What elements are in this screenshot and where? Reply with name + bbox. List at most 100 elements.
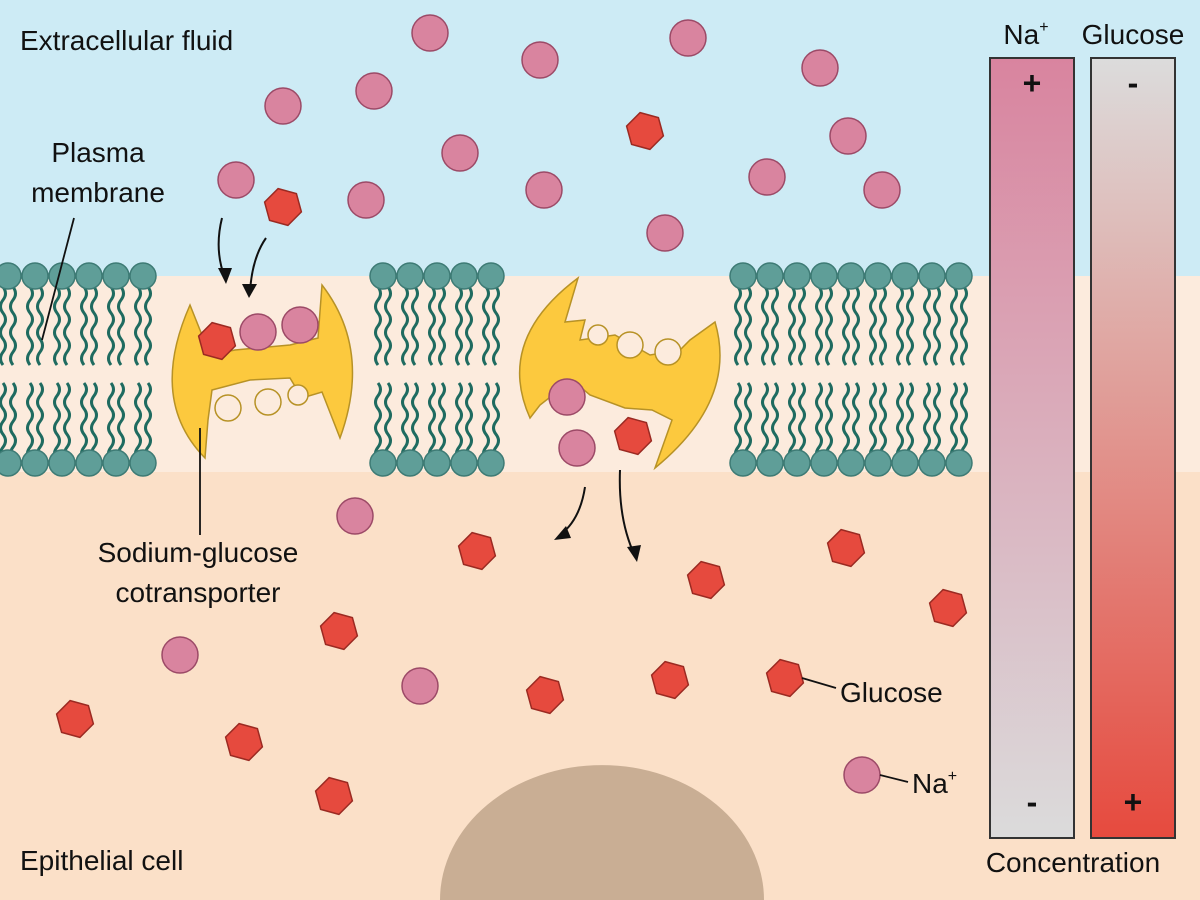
phospholipid-head xyxy=(729,262,757,290)
binding-site xyxy=(587,324,609,346)
lipid-tail xyxy=(771,382,779,461)
lipid-tail xyxy=(879,286,887,366)
phospholipid-head xyxy=(729,449,757,477)
lipid-tail xyxy=(465,382,473,461)
phospholipid-head xyxy=(129,262,157,290)
phospholipid-head xyxy=(396,449,424,477)
lipid-tail xyxy=(36,382,44,461)
lipid-tail xyxy=(53,286,61,366)
phospholipid-head xyxy=(945,262,973,290)
lipid-tail xyxy=(896,286,904,366)
glucose-molecule xyxy=(319,611,359,651)
phospholipid-head xyxy=(423,262,451,290)
concentration-gradients: + - - + Na+ Glucose Concentration xyxy=(986,19,1185,878)
lipid-tail xyxy=(825,382,833,461)
lipid-tail xyxy=(761,286,769,366)
lipid-tail xyxy=(788,382,796,461)
lipid-tail xyxy=(374,286,382,366)
lipid-tail xyxy=(923,382,931,461)
lipid-tail xyxy=(960,382,968,461)
lipid-tail xyxy=(815,382,823,461)
lipid-tail xyxy=(80,382,88,461)
sodium-ion xyxy=(521,41,559,79)
phospholipid-head xyxy=(810,449,838,477)
sodium-ion xyxy=(161,636,199,674)
arrowhead-icon xyxy=(554,526,571,540)
phospholipid-head xyxy=(450,449,478,477)
lipid-tail xyxy=(869,286,877,366)
lipid-tail xyxy=(428,286,436,366)
lipid-tail xyxy=(771,286,779,366)
leader-lines xyxy=(41,217,909,783)
lipid-tail xyxy=(53,382,61,461)
lipid-tail xyxy=(134,286,142,366)
phospholipid-head xyxy=(918,449,946,477)
sodium-high-sign: + xyxy=(1023,65,1042,101)
glucose-molecule xyxy=(263,187,303,227)
membrane-label-line2: membrane xyxy=(31,177,165,208)
phospholipid-head xyxy=(810,262,838,290)
lipid-tail xyxy=(438,382,446,461)
phospholipid-head xyxy=(21,262,49,290)
phospholipid-head xyxy=(102,449,130,477)
glucose-molecule xyxy=(224,722,264,762)
phospholipid-head xyxy=(48,449,76,477)
glucose-molecule xyxy=(826,528,866,568)
lipid-tail xyxy=(9,286,17,366)
sodium-ion xyxy=(548,378,586,416)
lipid-tail xyxy=(933,286,941,366)
cotransporter-outward xyxy=(171,282,354,460)
sodium-leader xyxy=(879,774,909,783)
membrane-label-line1: Plasma xyxy=(51,137,145,168)
lipid-tail xyxy=(492,382,500,461)
lipid-tail xyxy=(117,286,125,366)
membrane-leader xyxy=(41,217,75,341)
phospholipid-head xyxy=(891,449,919,477)
lipid-tail xyxy=(896,382,904,461)
lipid-tail xyxy=(852,286,860,366)
phospholipid-head xyxy=(129,449,157,477)
phospholipid-head xyxy=(450,262,478,290)
sodium-ion xyxy=(264,87,302,125)
lipid-tail xyxy=(144,286,152,366)
sodium-gradient-bar xyxy=(989,57,1075,839)
lipid-tail xyxy=(26,382,34,461)
arrowhead-icon xyxy=(627,545,641,562)
phospholipid-head xyxy=(783,449,811,477)
arrowhead-icon xyxy=(218,268,232,284)
phospholipid-head xyxy=(756,449,784,477)
extracellular-label: Extracellular fluid xyxy=(20,25,233,56)
binding-site xyxy=(254,388,282,416)
lipid-tail xyxy=(842,382,850,461)
sodium-ion xyxy=(669,19,707,57)
lipid-tail xyxy=(744,382,752,461)
sodium-ion xyxy=(646,214,684,252)
phospholipid-head xyxy=(396,262,424,290)
concentration-axis-label: Concentration xyxy=(986,847,1160,878)
phospholipid-head xyxy=(837,262,865,290)
sodium-ion xyxy=(748,158,786,196)
lipid-tail xyxy=(144,382,152,461)
glucose-molecule xyxy=(457,531,497,571)
lipid-tail xyxy=(36,286,44,366)
sodium-ion xyxy=(441,134,479,172)
glucose-key-label: Glucose xyxy=(840,677,943,708)
lipid-tail xyxy=(815,286,823,366)
sodium-ion xyxy=(336,497,374,535)
binding-site xyxy=(214,394,242,422)
glucose-molecule xyxy=(625,111,665,151)
sodium-key-label: Na+ xyxy=(912,768,957,799)
lipid-tail xyxy=(923,286,931,366)
phospholipid-head xyxy=(864,449,892,477)
glucose-leader xyxy=(801,677,837,689)
lipid-tail xyxy=(869,382,877,461)
lipid-tail xyxy=(906,286,914,366)
binding-site xyxy=(287,384,309,406)
lipid-tail xyxy=(63,382,71,461)
sodium-ion xyxy=(525,171,563,209)
phospholipid-head xyxy=(102,262,130,290)
lipid-tail xyxy=(825,286,833,366)
lipid-tail xyxy=(744,286,752,366)
lipid-tail xyxy=(492,286,500,366)
lipid-tail xyxy=(960,286,968,366)
